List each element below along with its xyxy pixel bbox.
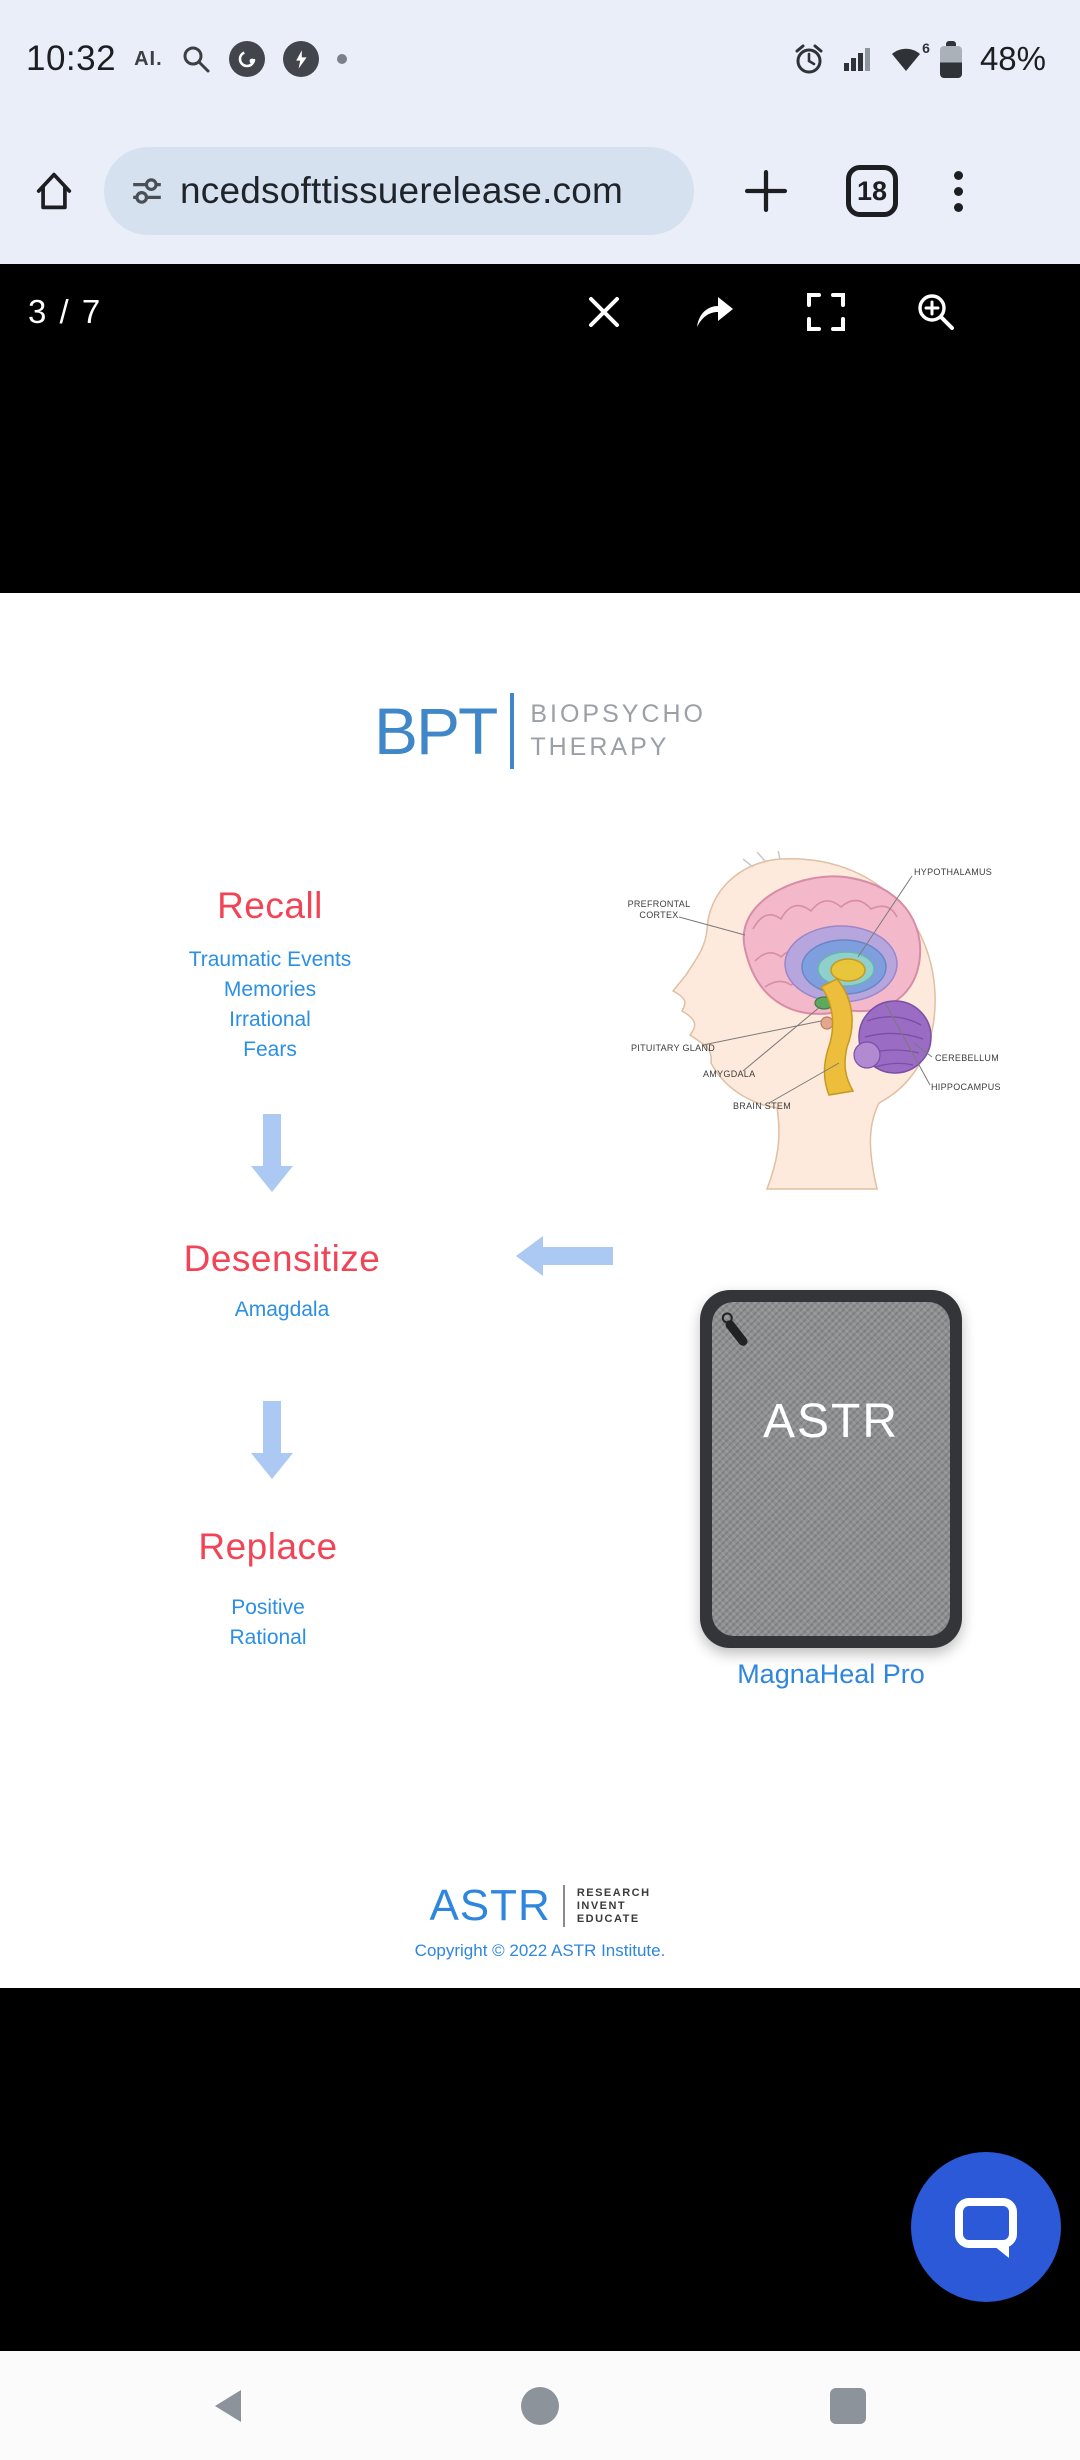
app-notification-icon xyxy=(228,41,265,77)
astr-logo-divider xyxy=(562,1885,565,1927)
brain-label-hypothalamus: HYPOTHALAMUS xyxy=(914,867,992,877)
fullscreen-icon[interactable] xyxy=(804,290,848,334)
ai-notification-icon: AI. xyxy=(134,47,163,70)
search-notification-icon xyxy=(181,44,211,74)
arrow-left xyxy=(516,1236,613,1276)
bolt-notification-icon xyxy=(282,41,319,77)
astr-footer-logo: ASTR RESEARCH INVENT EDUCATE xyxy=(0,1881,1080,1931)
astr-logo-text: ASTR xyxy=(429,1881,551,1930)
browser-menu-button[interactable] xyxy=(954,170,963,212)
wifi-generation-label: 6 xyxy=(922,40,930,56)
alarm-icon xyxy=(792,42,826,76)
arrow-down-2 xyxy=(250,1401,294,1479)
bpt-logo: BPT BIOPSYCHO THERAPY xyxy=(0,693,1080,769)
zoom-in-icon[interactable] xyxy=(914,290,958,334)
brain-label-hippocampus: HIPPOCAMPUS xyxy=(931,1082,1001,1092)
site-settings-icon[interactable] xyxy=(130,174,164,208)
nav-recents-button[interactable] xyxy=(803,2351,893,2460)
home-button[interactable] xyxy=(30,167,78,215)
bpt-logo-abbr: BPT xyxy=(373,694,498,768)
step-replace-items: Positive Rational xyxy=(229,1596,307,1649)
bpt-logo-divider xyxy=(510,693,515,769)
arrow-down-1 xyxy=(250,1114,294,1192)
address-bar[interactable]: ncedsofttissuerelease.com xyxy=(104,147,694,235)
bpt-logo-name: BIOPSYCHO THERAPY xyxy=(530,700,706,761)
browser-toolbar: ncedsofttissuerelease.com 18 xyxy=(0,118,1080,264)
clock-time: 10:32 xyxy=(26,39,117,78)
step-replace-title: Replace xyxy=(198,1526,338,1567)
brain-label-brainstem: BRAIN STEM xyxy=(733,1101,791,1111)
nav-home-button[interactable] xyxy=(495,2351,585,2460)
live-chat-button[interactable] xyxy=(911,2152,1061,2302)
share-icon[interactable] xyxy=(692,290,738,334)
brain-label-prefrontal-2: CORTEX xyxy=(639,910,678,920)
page-indicator: 3 / 7 xyxy=(28,293,103,330)
zipper-pull xyxy=(723,1318,750,1348)
product-name: MagnaHeal Pro xyxy=(737,1659,925,1689)
battery-icon xyxy=(939,40,962,78)
brain-label-prefrontal-1: PREFRONTAL xyxy=(628,899,691,909)
nav-back-button[interactable] xyxy=(183,2351,273,2460)
url-text[interactable]: ncedsofttissuerelease.com xyxy=(180,170,624,211)
new-tab-button[interactable] xyxy=(740,165,792,217)
astr-logo-tagline: RESEARCH INVENT EDUCATE xyxy=(576,1886,651,1925)
case-astr-logo: ASTR xyxy=(762,1395,899,1448)
brain-label-cerebellum: CEREBELLUM xyxy=(935,1053,999,1063)
tab-count-label: 18 xyxy=(856,175,888,206)
more-notifications-dot xyxy=(336,54,347,64)
copyright-text: Copyright © 2022 ASTR Institute. xyxy=(414,1941,666,1960)
android-nav-bar xyxy=(0,2351,1080,2460)
close-icon[interactable] xyxy=(582,290,626,334)
pdf-viewer-toolbar: 3 / 7 xyxy=(0,264,1080,360)
brain-label-amygdala: AMYGDALA xyxy=(703,1069,755,1079)
step-recall-title: Recall xyxy=(217,885,323,926)
pdf-page: BPT BIOPSYCHO THERAPY Recall Traumatic E… xyxy=(0,593,1080,1988)
wifi-icon: 6 xyxy=(890,40,930,72)
brain-illustration: HYPOTHALAMUS PREFRONTAL CORTEX PITUITARY… xyxy=(615,851,1010,1196)
tab-switcher-button[interactable]: 18 xyxy=(846,165,898,217)
step-desensitize-title: Desensitize xyxy=(183,1238,381,1279)
chat-icon xyxy=(949,2190,1023,2264)
status-bar: 10:32 AI. 6 xyxy=(0,0,1080,118)
brain-label-pituitary: PITUITARY GLAND xyxy=(631,1043,715,1053)
product-case-image: ASTR xyxy=(700,1290,962,1648)
step-desensitize-items: Amagdala xyxy=(234,1298,330,1321)
signal-strength-icon xyxy=(843,46,872,72)
battery-percent-label: 48% xyxy=(979,40,1046,77)
step-recall-items: Traumatic Events Memories Irrational Fea… xyxy=(188,948,352,1061)
